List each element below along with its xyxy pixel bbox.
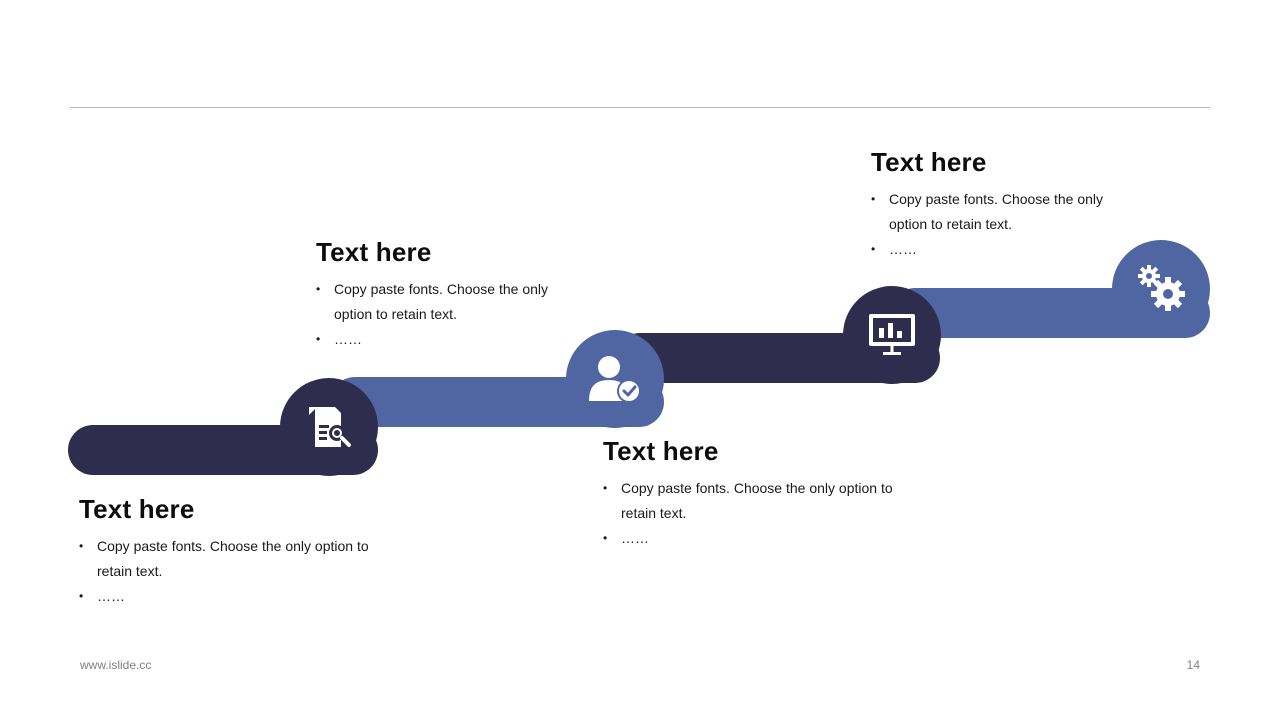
step-3-title: Text here — [603, 436, 719, 466]
step-3-bullet-1: Copy paste fonts. Choose the only option… — [603, 476, 923, 526]
step-3-bullet-2: …… — [603, 526, 923, 551]
step-2-bullet-2: …… — [316, 327, 572, 352]
step-2-text-block: Text here Copy paste fonts. Choose the o… — [316, 237, 572, 352]
user-check-icon — [587, 353, 643, 405]
step-2-circle — [566, 330, 664, 428]
step-4-title: Text here — [871, 147, 987, 177]
step-2-title: Text here — [316, 237, 432, 267]
step-2-bullets: Copy paste fonts. Choose the only option… — [316, 277, 572, 352]
footer-website[interactable]: www.islide.cc — [80, 658, 152, 672]
step-1-bullets: Copy paste fonts. Choose the only option… — [79, 534, 399, 609]
step-1-bullet-1: Copy paste fonts. Choose the only option… — [79, 534, 399, 584]
step-3-circle — [843, 286, 941, 384]
step-4-bullets: Copy paste fonts. Choose the only option… — [871, 187, 1127, 262]
step-1-circle — [280, 378, 378, 476]
step-2-bullet-1: Copy paste fonts. Choose the only option… — [316, 277, 572, 327]
document-search-icon — [305, 403, 353, 451]
gears-icon — [1133, 261, 1189, 317]
step-4-bullet-2: …… — [871, 237, 1127, 262]
step-4-text-block: Text here Copy paste fonts. Choose the o… — [871, 147, 1127, 262]
step-1-text-block: Text here Copy paste fonts. Choose the o… — [79, 494, 399, 609]
header-divider — [70, 107, 1210, 108]
presentation-chart-icon — [867, 312, 917, 358]
step-1-bullet-2: …… — [79, 584, 399, 609]
step-1-title: Text here — [79, 494, 195, 524]
step-4-bullet-1: Copy paste fonts. Choose the only option… — [871, 187, 1127, 237]
step-3-bullets: Copy paste fonts. Choose the only option… — [603, 476, 923, 551]
step-4-circle — [1112, 240, 1210, 338]
step-3-text-block: Text here Copy paste fonts. Choose the o… — [603, 436, 923, 551]
page-number: 14 — [1186, 658, 1200, 672]
